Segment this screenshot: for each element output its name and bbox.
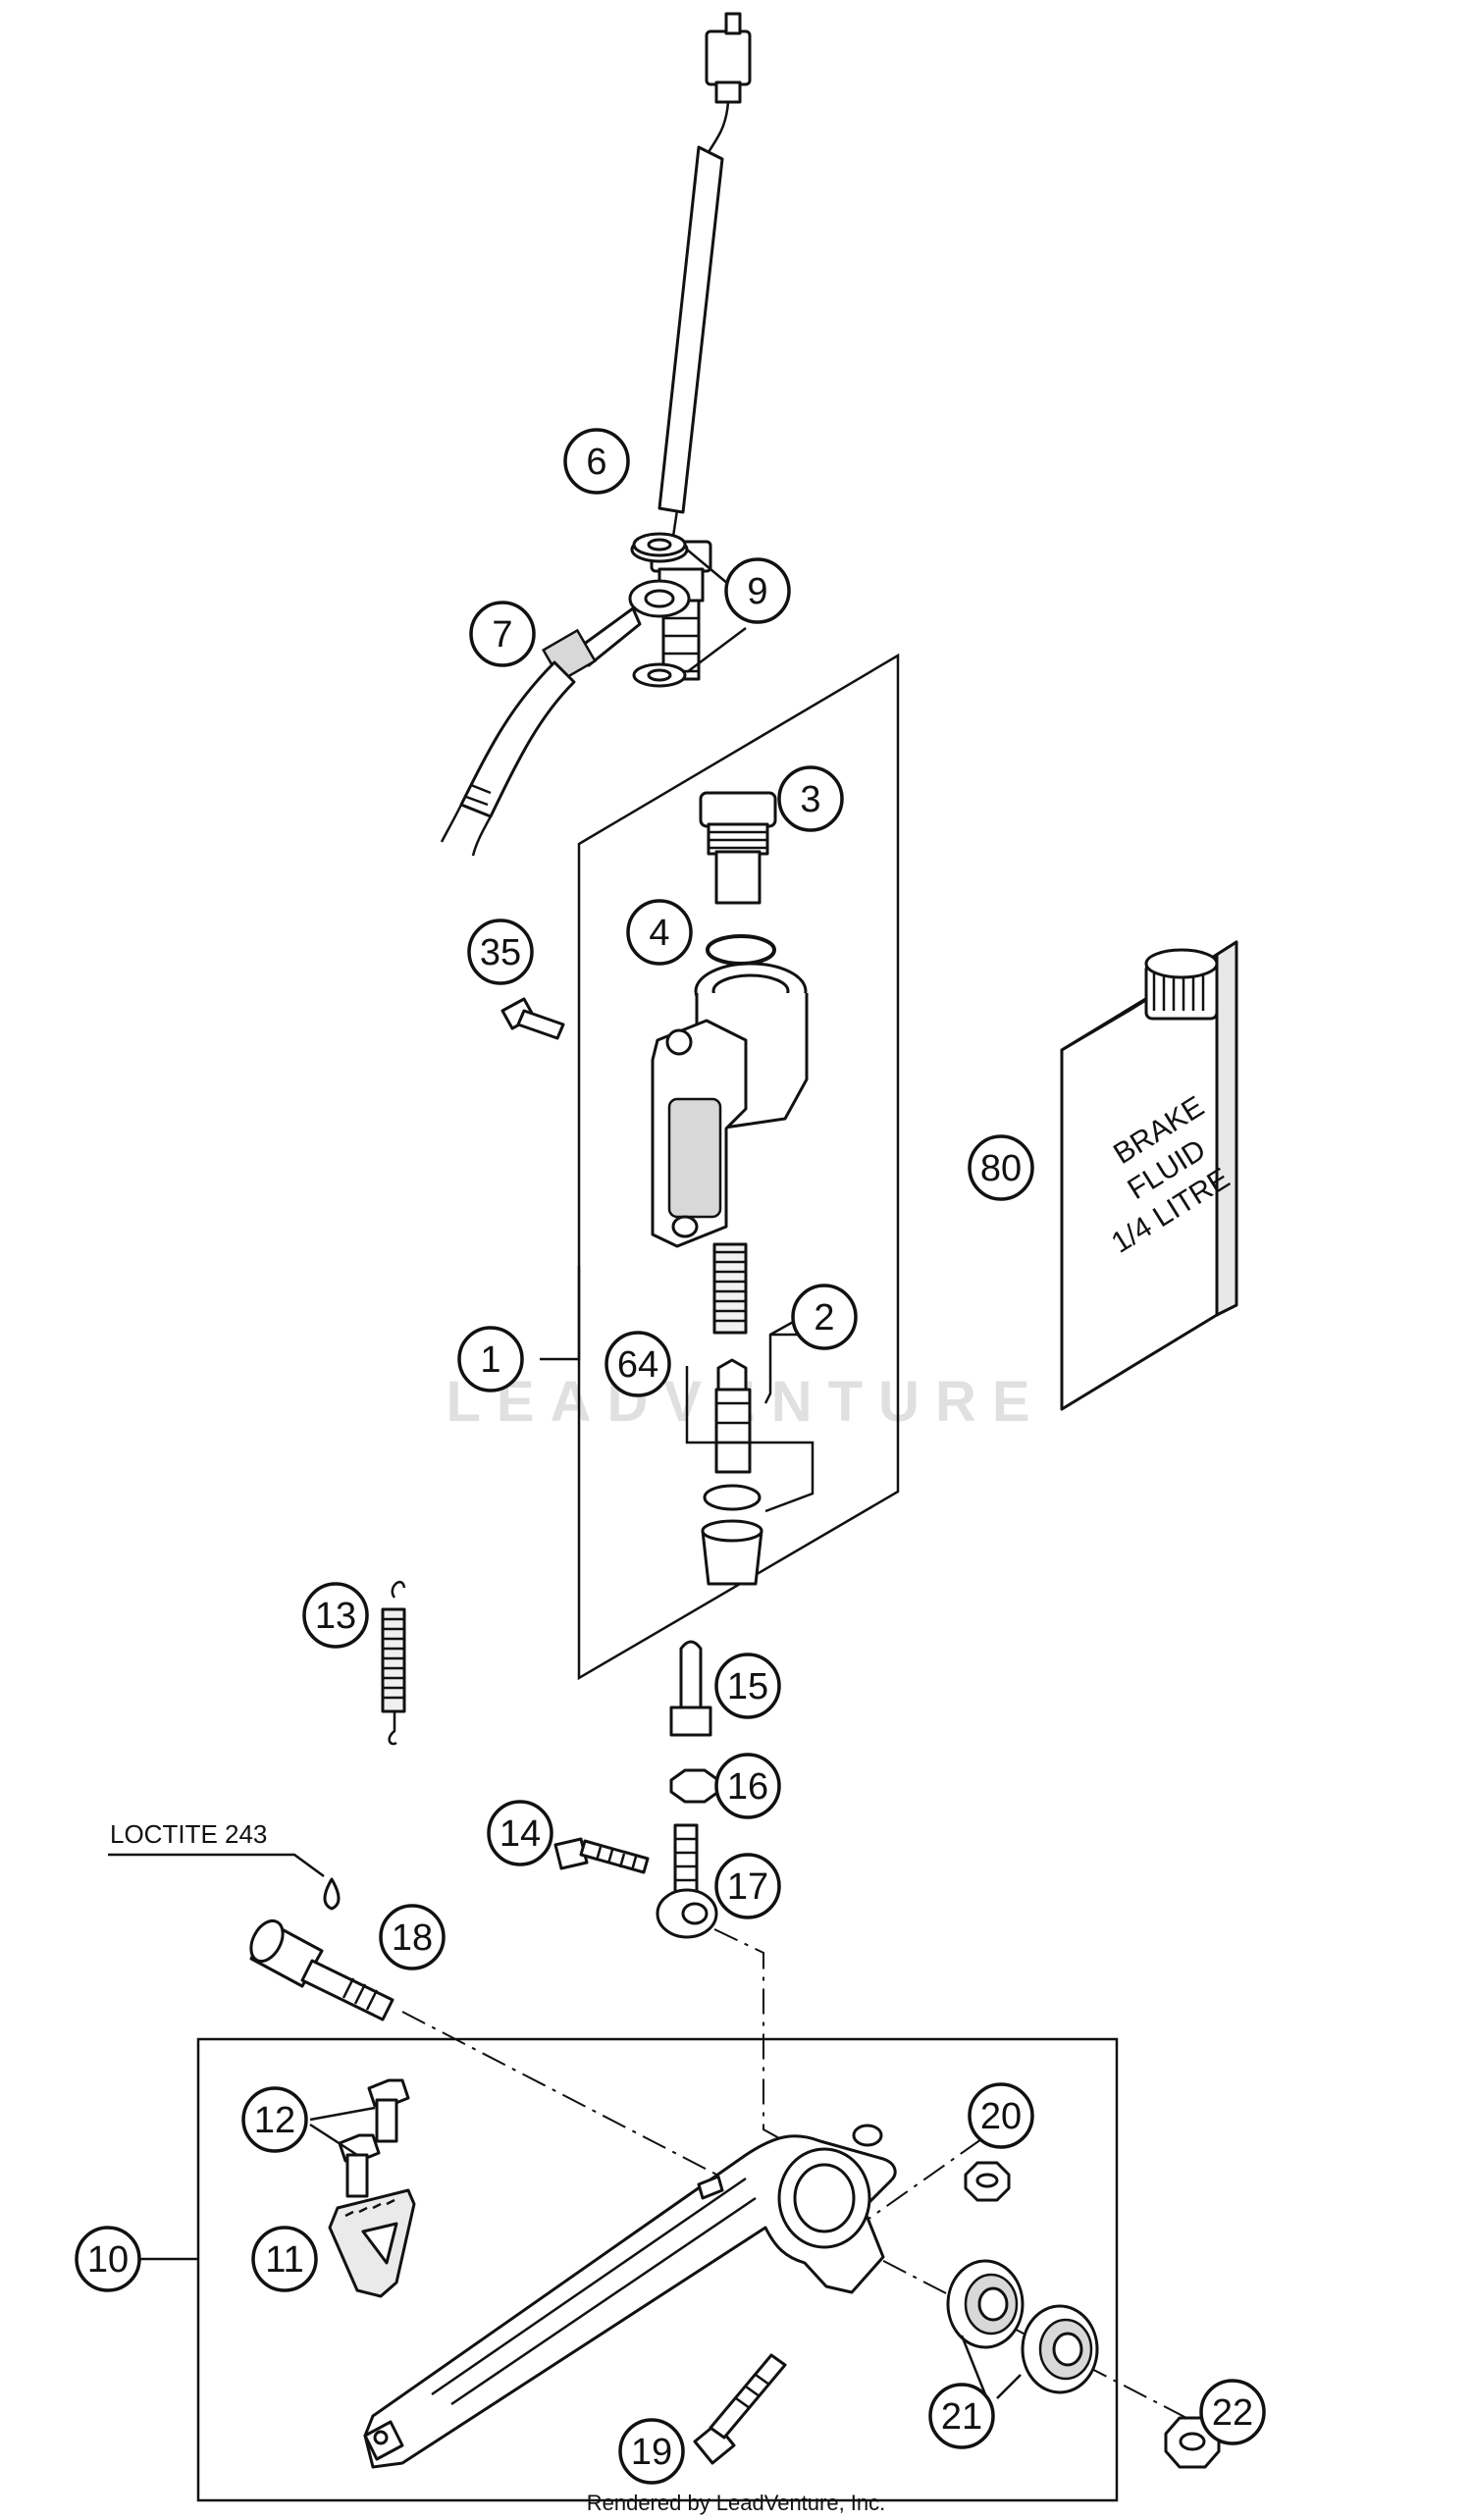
- brake-fluid-bottle-part: BRAKE FLUID 1/4 LITRE: [1060, 940, 1238, 1411]
- screws-part: [309, 2078, 410, 2198]
- pivot-bolt-part: [249, 1918, 394, 2021]
- footer-credit: Rendered by LeadVenture, Inc.: [587, 2491, 886, 2515]
- leader-part-1: [540, 1266, 581, 1361]
- callout-number: 9: [747, 571, 767, 612]
- bolt-part: [553, 1837, 650, 1874]
- callout-21: 21: [928, 2383, 995, 2449]
- callout-number: 12: [254, 2100, 295, 2141]
- callout-10: 10: [75, 2226, 141, 2292]
- callout-number: 35: [480, 932, 521, 973]
- leader-loctite: [108, 1853, 325, 1878]
- nut-part: [669, 1768, 720, 1804]
- callout-15: 15: [714, 1653, 781, 1719]
- callout-80: 80: [968, 1134, 1034, 1201]
- callout-number: 19: [631, 2432, 672, 2473]
- callout-number: 21: [941, 2396, 982, 2438]
- callout-number: 11: [265, 2239, 303, 2281]
- pedal-step-plate-part: [328, 2188, 416, 2298]
- screw-part: [500, 997, 565, 1040]
- callout-19: 19: [618, 2418, 685, 2485]
- o-ring-part: [706, 934, 776, 966]
- loctite-label: LOCTITE 243: [110, 1819, 267, 1849]
- callout-number: 18: [392, 1917, 433, 1959]
- callout-1: 1: [457, 1326, 524, 1392]
- callout-number: 20: [980, 2096, 1022, 2137]
- callout-number: 15: [727, 1666, 768, 1707]
- pushrod-part: [669, 1640, 712, 1737]
- callout-4: 4: [626, 899, 693, 966]
- callout-number: 64: [617, 1344, 658, 1386]
- callout-16: 16: [714, 1753, 781, 1819]
- spring-piston-part: [701, 1242, 763, 1586]
- callout-number: 4: [649, 913, 669, 954]
- callout-number: 80: [980, 1148, 1022, 1189]
- flange-nut-part: [964, 2161, 1011, 2202]
- callout-number: 17: [727, 1866, 768, 1908]
- callout-18: 18: [379, 1904, 446, 1970]
- master-cylinder-body-part: [651, 962, 809, 1248]
- brake-hose-part: [440, 579, 691, 857]
- callout-number: 2: [814, 1297, 834, 1339]
- pedal-bolt-part: [693, 2353, 787, 2465]
- leader-part-64: [685, 1366, 815, 1513]
- callout-number: 3: [800, 779, 820, 820]
- callout-64: 64: [605, 1331, 671, 1397]
- callout-13: 13: [302, 1582, 369, 1649]
- centerline-clevis: [713, 1928, 835, 2170]
- callout-2: 2: [791, 1284, 858, 1350]
- callout-17: 17: [714, 1853, 781, 1919]
- callout-14: 14: [487, 1800, 553, 1866]
- return-spring-part: [381, 1581, 406, 1746]
- clevis-part: [656, 1823, 718, 1939]
- callout-number: 7: [492, 614, 512, 656]
- callout-number: 13: [315, 1596, 356, 1637]
- washer-pair: [632, 532, 747, 688]
- callout-number: 1: [480, 1339, 500, 1381]
- callout-9: 9: [724, 557, 791, 624]
- brake-pedal-assembly-frame: [196, 2037, 1119, 2502]
- callout-35: 35: [467, 919, 534, 985]
- callout-22: 22: [1199, 2379, 1266, 2445]
- callout-number: 22: [1212, 2392, 1253, 2434]
- master-cylinder-kit-frame: [577, 653, 900, 1681]
- loctite-drop-part: [323, 1877, 341, 1911]
- callout-7: 7: [469, 601, 536, 667]
- callout-11: 11: [251, 2226, 318, 2292]
- callout-6: 6: [563, 428, 630, 495]
- callout-20: 20: [968, 2082, 1034, 2149]
- callout-number: 6: [586, 442, 606, 483]
- reservoir-cap-part: [699, 791, 777, 905]
- callout-3: 3: [777, 765, 844, 832]
- bearings-part: [946, 2259, 1099, 2399]
- brake-pedal-lever-part: [363, 2124, 897, 2469]
- callout-number: 10: [87, 2239, 129, 2281]
- callout-number: 16: [727, 1766, 768, 1808]
- callout-number: 14: [499, 1813, 541, 1855]
- callout-12: 12: [241, 2086, 308, 2153]
